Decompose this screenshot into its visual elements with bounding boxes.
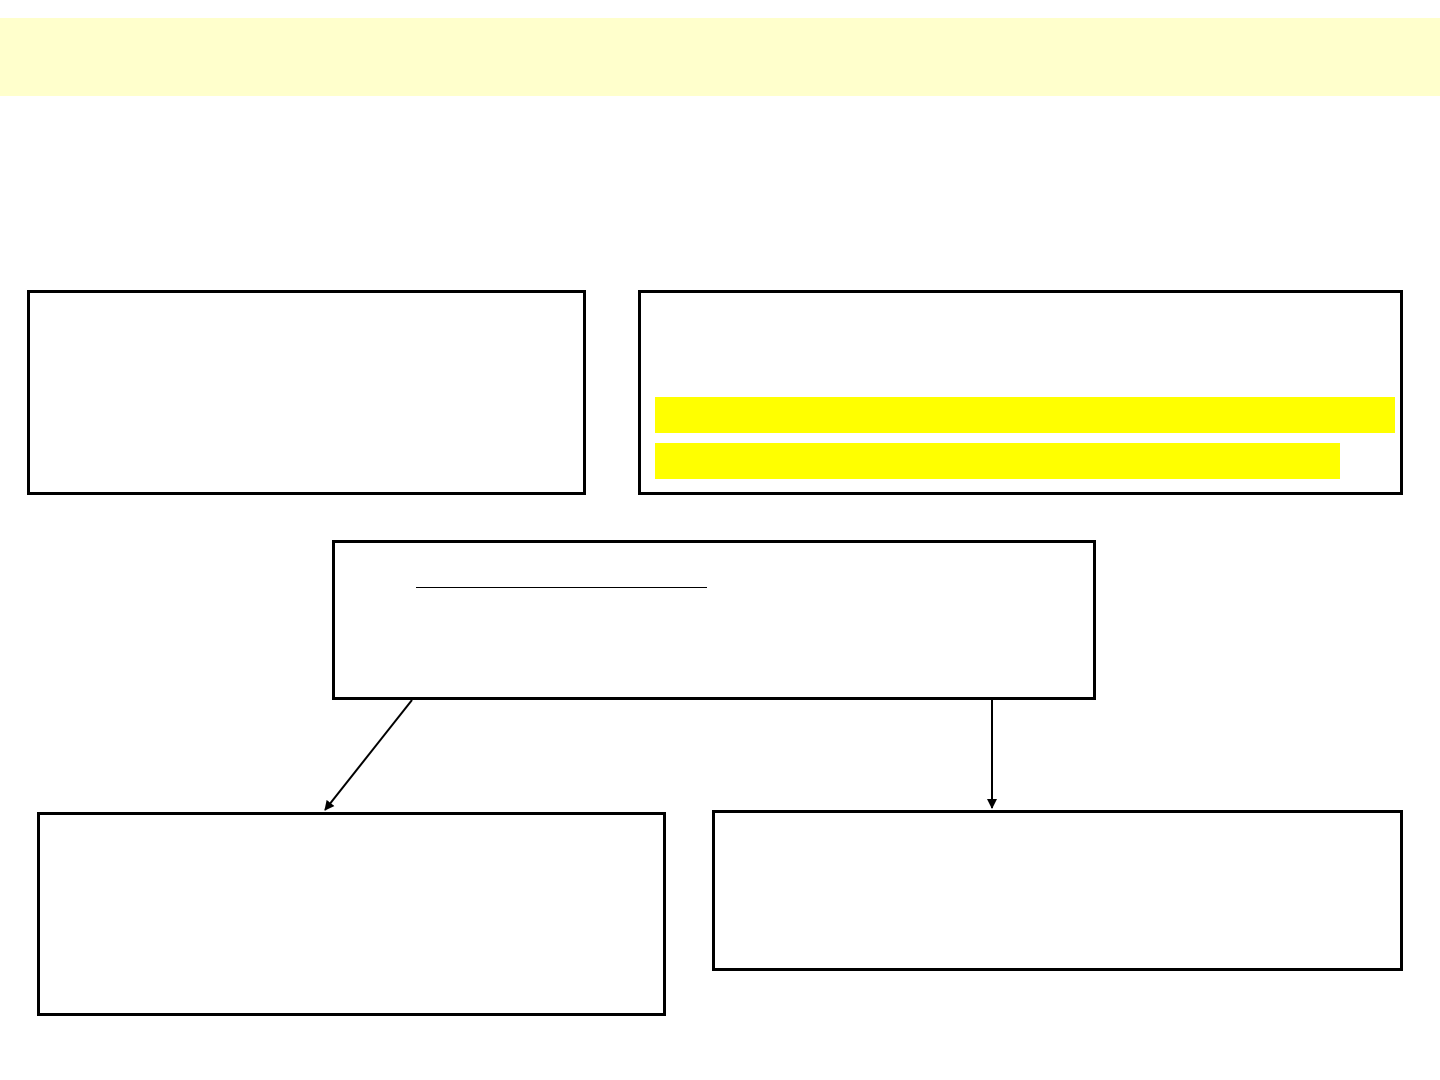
diagram-box-top-right: [638, 290, 1403, 495]
arrow-to-bottom-left: [324, 699, 413, 811]
highlight-bar: [655, 443, 1340, 479]
underline-rule: [416, 587, 707, 588]
diagram-box-bottom-right: [712, 810, 1403, 971]
title-bar: [0, 18, 1440, 96]
diagram-box-top-left: [27, 290, 586, 495]
highlight-bar: [655, 397, 1395, 433]
diagram-box-middle: [332, 540, 1096, 700]
diagram-box-bottom-left: [37, 812, 666, 1016]
